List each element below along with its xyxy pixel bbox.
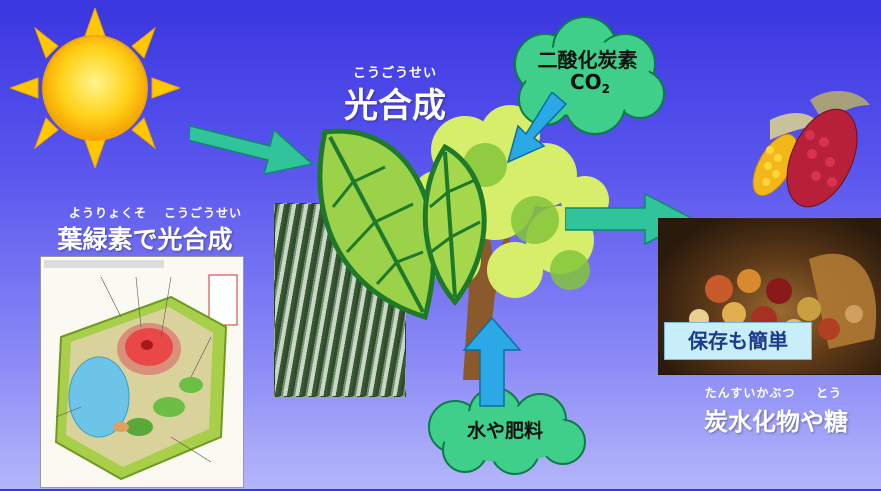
carbohydrate-title: 炭水化物や糖	[704, 408, 848, 436]
storage-easy-label: 保存も簡単	[664, 322, 812, 360]
chlorophyll-reading-2: こうごうせい	[163, 206, 242, 220]
water-arrow	[462, 318, 522, 407]
plant-cell-diagram	[40, 256, 244, 488]
chlorophyll-title: 葉緑素で光合成	[57, 225, 233, 254]
co2-formula: CO2	[555, 70, 625, 96]
photosynthesis-reading: こうごうせい	[352, 66, 437, 81]
leaf-icon	[317, 128, 487, 321]
co2-arrow	[506, 92, 568, 164]
carbohydrate-reading-2: とう	[815, 386, 842, 400]
co2-formula-main: CO	[569, 70, 602, 94]
water-fertilizer-label: 水や肥料	[466, 420, 543, 442]
co2-label: 二酸化炭素	[537, 48, 638, 72]
photosynthesis-title: 光合成	[344, 86, 446, 126]
carbohydrate-reading-1: たんすいかぶつ	[704, 386, 796, 400]
sun-icon	[10, 8, 180, 168]
chlorophyll-reading-1: ようりょくそ	[68, 206, 147, 220]
co2-formula-subscript: 2	[601, 82, 611, 96]
corn-icon	[752, 90, 870, 208]
water-cloud	[428, 387, 586, 475]
sunlight-arrow	[190, 125, 314, 175]
